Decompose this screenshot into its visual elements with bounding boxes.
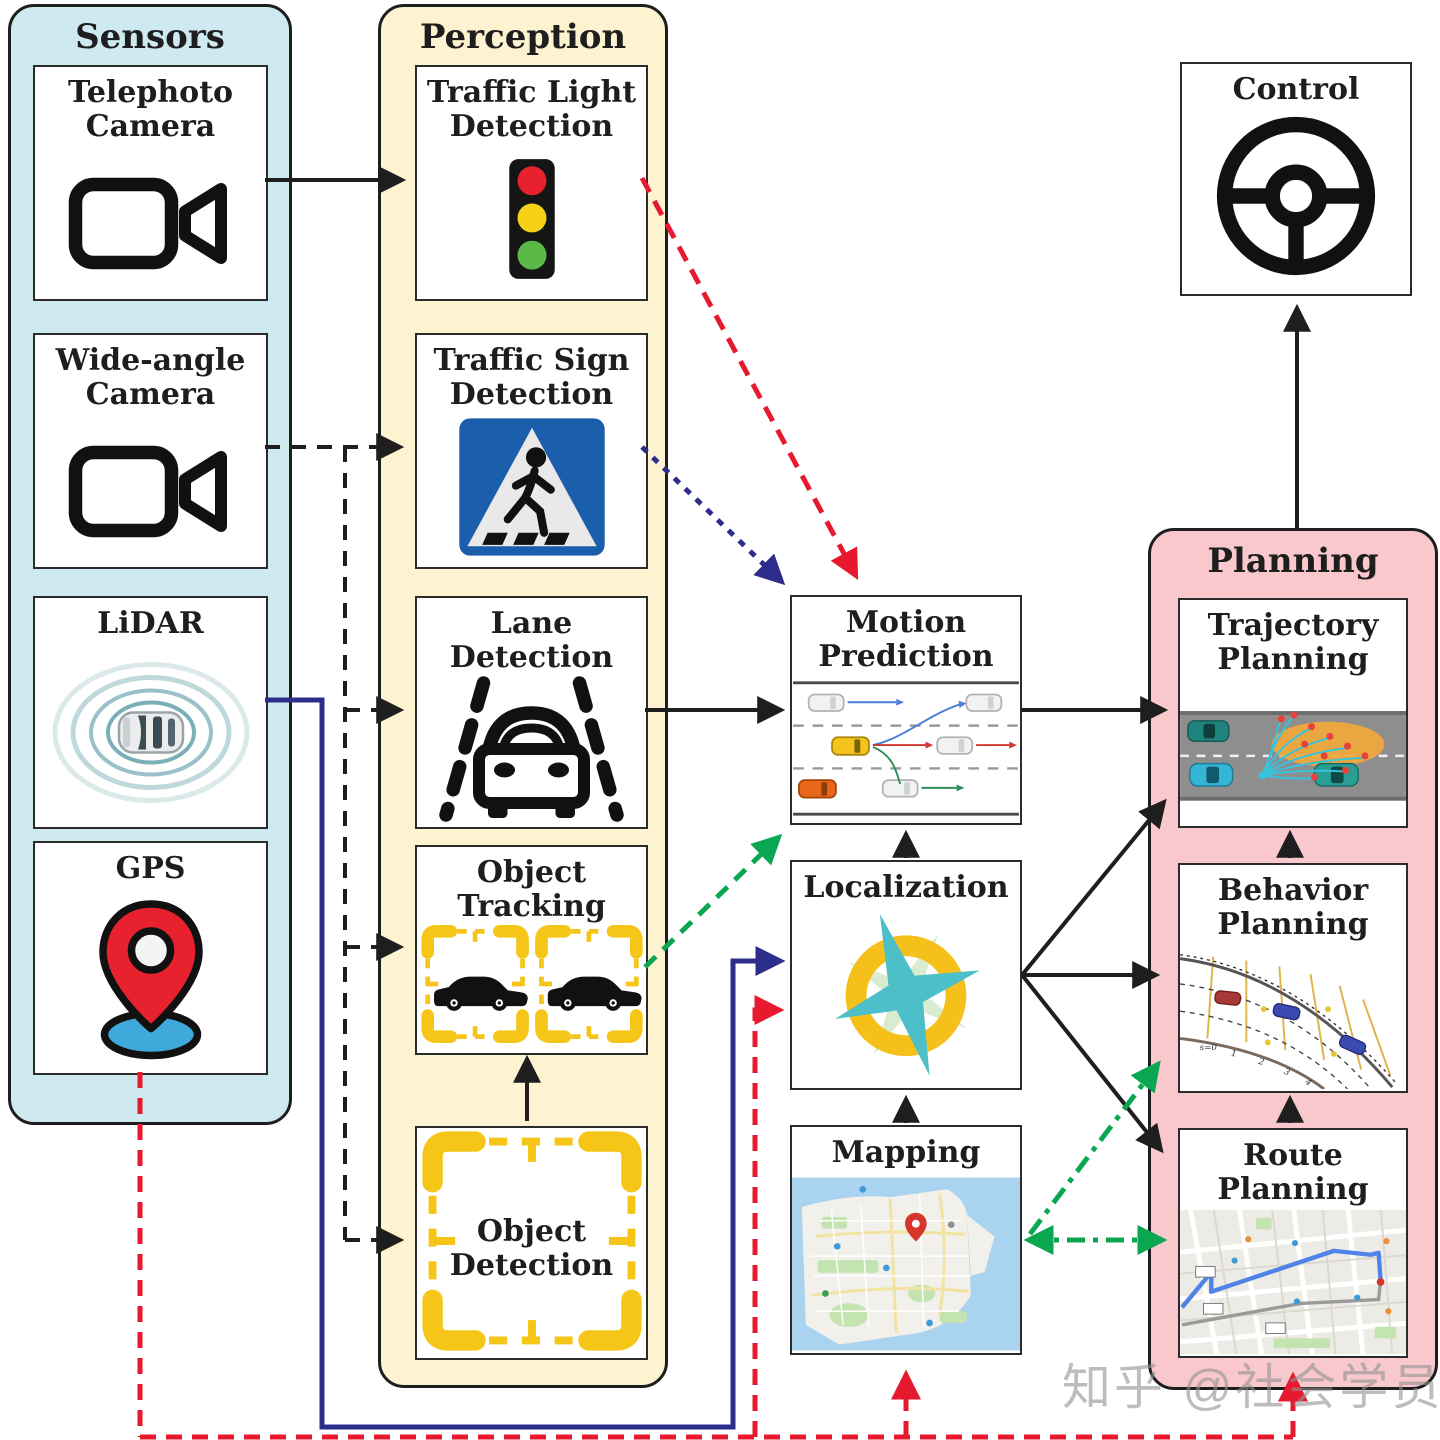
frenet-s4-label: 4: [1302, 1077, 1313, 1089]
wide-angle-camera-box: Wide-angle Camera: [33, 333, 268, 569]
frenet-road-icon: s=0 1 2 3 4 5 6: [1179, 945, 1406, 1107]
trajectory-fan-icon: [1180, 678, 1406, 828]
telephoto-camera-label: Telephoto Camera: [67, 75, 234, 144]
tracked-cars-icon: [420, 925, 643, 1047]
watermark: 知乎 @社会学员: [1062, 1361, 1440, 1415]
localization-label: Localization: [803, 870, 1009, 905]
frenet-s0-label: s=0: [1200, 1043, 1218, 1053]
bounding-box-icon: Object Detection: [419, 1128, 645, 1358]
traffic-light-detection-box: Traffic Light Detection: [415, 65, 648, 301]
motion-prediction-label: Motion Prediction: [818, 605, 994, 674]
traffic-sign-detection-label: Traffic Sign Detection: [433, 343, 630, 412]
traffic-sign-detection-box: Traffic Sign Detection: [415, 333, 648, 569]
frenet-s1-label: 1: [1230, 1049, 1237, 1060]
frenet-s3-label: 3: [1282, 1067, 1292, 1079]
video-camera-icon: [68, 439, 233, 548]
route-planning-label: Route Planning: [1217, 1138, 1369, 1207]
city-map-icon: [792, 1177, 1020, 1355]
pedestrian-crossing-sign-icon: [457, 417, 607, 561]
sensors-panel: Sensors Telephoto Camera Wide-angle Came…: [8, 4, 292, 1125]
steering-wheel-icon: [1212, 112, 1380, 284]
control-box: Control: [1180, 62, 1412, 296]
lane-detection-label: Lane Detection: [449, 606, 614, 675]
object-detection-label: Object Detection: [449, 1214, 614, 1283]
telephoto-camera-box: Telephoto Camera: [33, 65, 268, 301]
planning-panel: Planning Trajectory Planning: [1148, 528, 1438, 1390]
traffic-light-icon: [501, 155, 563, 287]
lane-detection-box: Lane Detection: [415, 596, 648, 829]
compass-icon: [820, 907, 992, 1083]
motion-prediction-box: Motion Prediction: [790, 595, 1022, 825]
lidar-box: LiDAR: [33, 596, 268, 829]
lidar-label: LiDAR: [97, 606, 204, 641]
lidar-scan-icon: [41, 650, 261, 819]
route-planning-box: Route Planning: [1174, 1128, 1412, 1358]
street-route-map-icon: [1174, 1203, 1412, 1358]
gps-box: GPS: [33, 841, 268, 1075]
mapping-box: Mapping: [790, 1125, 1022, 1355]
cars-trajectories-icon: [792, 675, 1020, 825]
sensors-panel-title: Sensors: [75, 17, 225, 57]
object-tracking-label: Object Tracking: [457, 855, 606, 924]
frenet-s2-label: 2: [1256, 1057, 1265, 1069]
planning-panel-title: Planning: [1207, 541, 1379, 581]
mapping-label: Mapping: [831, 1135, 981, 1170]
behavior-planning-box: Behavior Planning: [1178, 863, 1408, 1107]
trajectory-planning-label: Trajectory Planning: [1207, 608, 1379, 677]
localization-box: Localization: [790, 860, 1022, 1090]
map-pin-icon: [76, 895, 226, 1064]
perception-panel: Perception Traffic Light Detection Traff…: [378, 4, 668, 1388]
perception-panel-title: Perception: [419, 17, 627, 57]
object-detection-box: Object Detection: [415, 1126, 648, 1360]
traffic-light-detection-label: Traffic Light Detection: [426, 75, 637, 144]
control-label: Control: [1232, 72, 1360, 107]
gps-label: GPS: [115, 851, 186, 886]
trajectory-planning-box: Trajectory Planning: [1178, 598, 1408, 828]
video-camera-icon: [68, 171, 233, 280]
wide-angle-camera-label: Wide-angle Camera: [55, 343, 246, 412]
object-tracking-box: Object Tracking: [415, 845, 648, 1055]
car-between-lanes-icon: [424, 674, 639, 828]
behavior-planning-label: Behavior Planning: [1217, 873, 1369, 942]
